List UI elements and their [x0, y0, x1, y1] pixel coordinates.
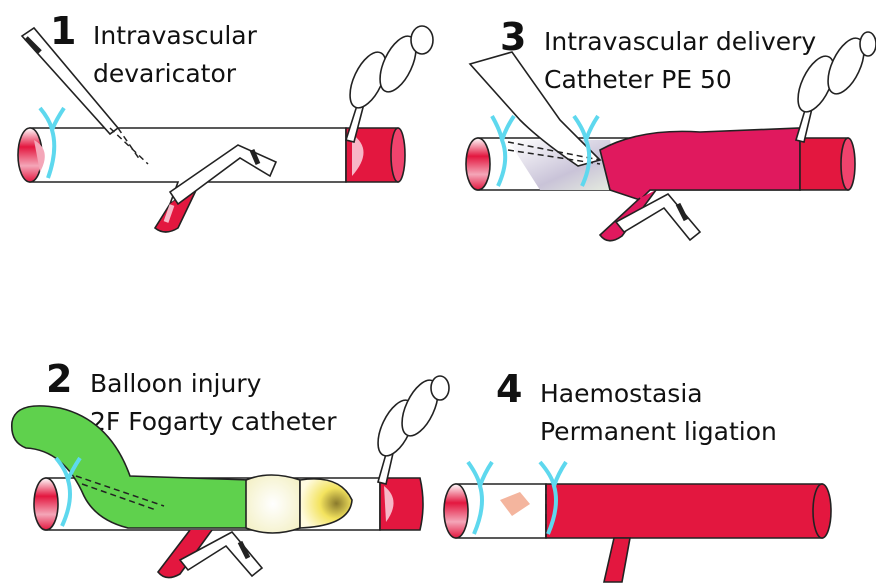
vessel-4-branch: [604, 538, 630, 582]
panel-2-label-line-2: 2F Fogarty catheter: [90, 407, 337, 436]
panel-4: 4 Haemostasia Permanent ligation: [444, 367, 831, 582]
panel-1-number: 1: [50, 9, 76, 53]
panel-3: 3 Intravascular delivery Catheter PE 50: [466, 15, 876, 241]
panel-2: 2 Balloon injury 2F Fogarty catheter: [12, 357, 449, 578]
forceps-3: [616, 194, 700, 240]
panel-1-label-line-1: Intravascular: [93, 21, 258, 50]
pink-delivered-solution: [600, 128, 800, 200]
vessel-4: [546, 484, 822, 538]
panel-4-number: 4: [496, 367, 522, 411]
panel-2-number: 2: [46, 357, 72, 401]
panel-4-label-line-2: Permanent ligation: [540, 417, 777, 446]
panel-1: 1 Intravascular devaricator: [18, 9, 433, 232]
panel-3-label-line-2: Catheter PE 50: [544, 65, 732, 94]
vessel-4-ligated-segment: [456, 484, 546, 538]
retractor-1: [343, 26, 433, 142]
panel-3-label-line-1: Intravascular delivery: [544, 27, 816, 56]
retractor-2: [371, 375, 449, 484]
balloon-white: [246, 475, 300, 533]
forceps-1: [170, 145, 276, 204]
panel-2-label-line-1: Balloon injury: [90, 369, 262, 398]
panel-1-label-line-2: devaricator: [93, 59, 237, 88]
panel-4-label-line-1: Haemostasia: [540, 379, 703, 408]
